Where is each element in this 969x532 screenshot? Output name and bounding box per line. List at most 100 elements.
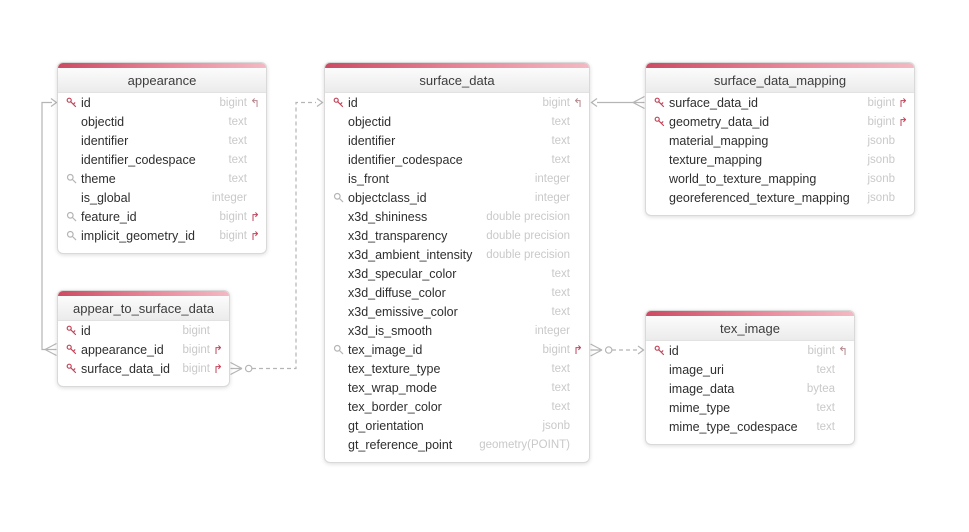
- field-name: gt_orientation: [348, 418, 424, 433]
- field-name: material_mapping: [669, 133, 769, 148]
- field-name: identifier_codespace: [348, 152, 463, 167]
- field-type: text: [551, 286, 570, 299]
- field-name: is_front: [348, 171, 389, 186]
- table-title: surface_data_mapping: [713, 72, 847, 88]
- field-name: x3d_shininess: [348, 209, 428, 224]
- ref-out-arrow-icon: ↱: [249, 228, 260, 243]
- table-title: surface_data: [419, 72, 495, 88]
- table-accent-bar: [646, 63, 914, 68]
- field-type: jsonb: [867, 153, 896, 166]
- field-type: text: [551, 115, 570, 128]
- field-icon-placeholder: [333, 401, 348, 412]
- field-name: implicit_geometry_id: [81, 228, 195, 243]
- magnifier-icon: [333, 344, 348, 355]
- field-type: integer: [211, 191, 247, 204]
- field-name: x3d_emissive_color: [348, 304, 458, 319]
- field-name: x3d_specular_color: [348, 266, 457, 281]
- field-type: jsonb: [867, 172, 896, 185]
- ref-out-arrow-icon: ↱: [249, 209, 260, 224]
- table-header[interactable]: appear_to_surface_data: [58, 296, 229, 321]
- table-accent-bar: [325, 63, 589, 68]
- ref-in-arrow-icon: ↰: [572, 95, 583, 110]
- field-type: text: [551, 400, 570, 413]
- field-icon-placeholder: [654, 421, 669, 432]
- field-icon-placeholder: [654, 364, 669, 375]
- field-name: id: [669, 343, 679, 358]
- field-type: double precision: [486, 229, 570, 242]
- relationship-surface_data-surface_data_mapping: [590, 95, 645, 110]
- field-icon-placeholder: [66, 154, 81, 165]
- field-icon-placeholder: [654, 383, 669, 394]
- table-header[interactable]: tex_image: [646, 316, 854, 341]
- field-name: surface_data_id: [669, 95, 758, 110]
- ref-in-arrow-icon: ↰: [249, 95, 260, 110]
- field-type: bytea: [806, 382, 835, 395]
- field-icon-placeholder: [333, 230, 348, 241]
- table-header[interactable]: surface_data: [325, 68, 589, 93]
- field-type: geometry(POINT): [479, 438, 570, 451]
- ref-out-arrow-icon: ↱: [897, 114, 908, 129]
- table-header[interactable]: surface_data_mapping: [646, 68, 914, 93]
- field-icon-placeholder: [333, 135, 348, 146]
- field-icon-placeholder: [333, 268, 348, 279]
- field-name: tex_texture_type: [348, 361, 441, 376]
- field-name: geometry_data_id: [669, 114, 770, 129]
- table-header[interactable]: appearance: [58, 68, 266, 93]
- field-type: text: [228, 172, 247, 185]
- field-name: identifier: [81, 133, 129, 148]
- field-name: feature_id: [81, 209, 137, 224]
- magnifier-icon: [333, 192, 348, 203]
- field-icon-placeholder: [654, 135, 669, 146]
- field-icon-placeholder: [333, 116, 348, 127]
